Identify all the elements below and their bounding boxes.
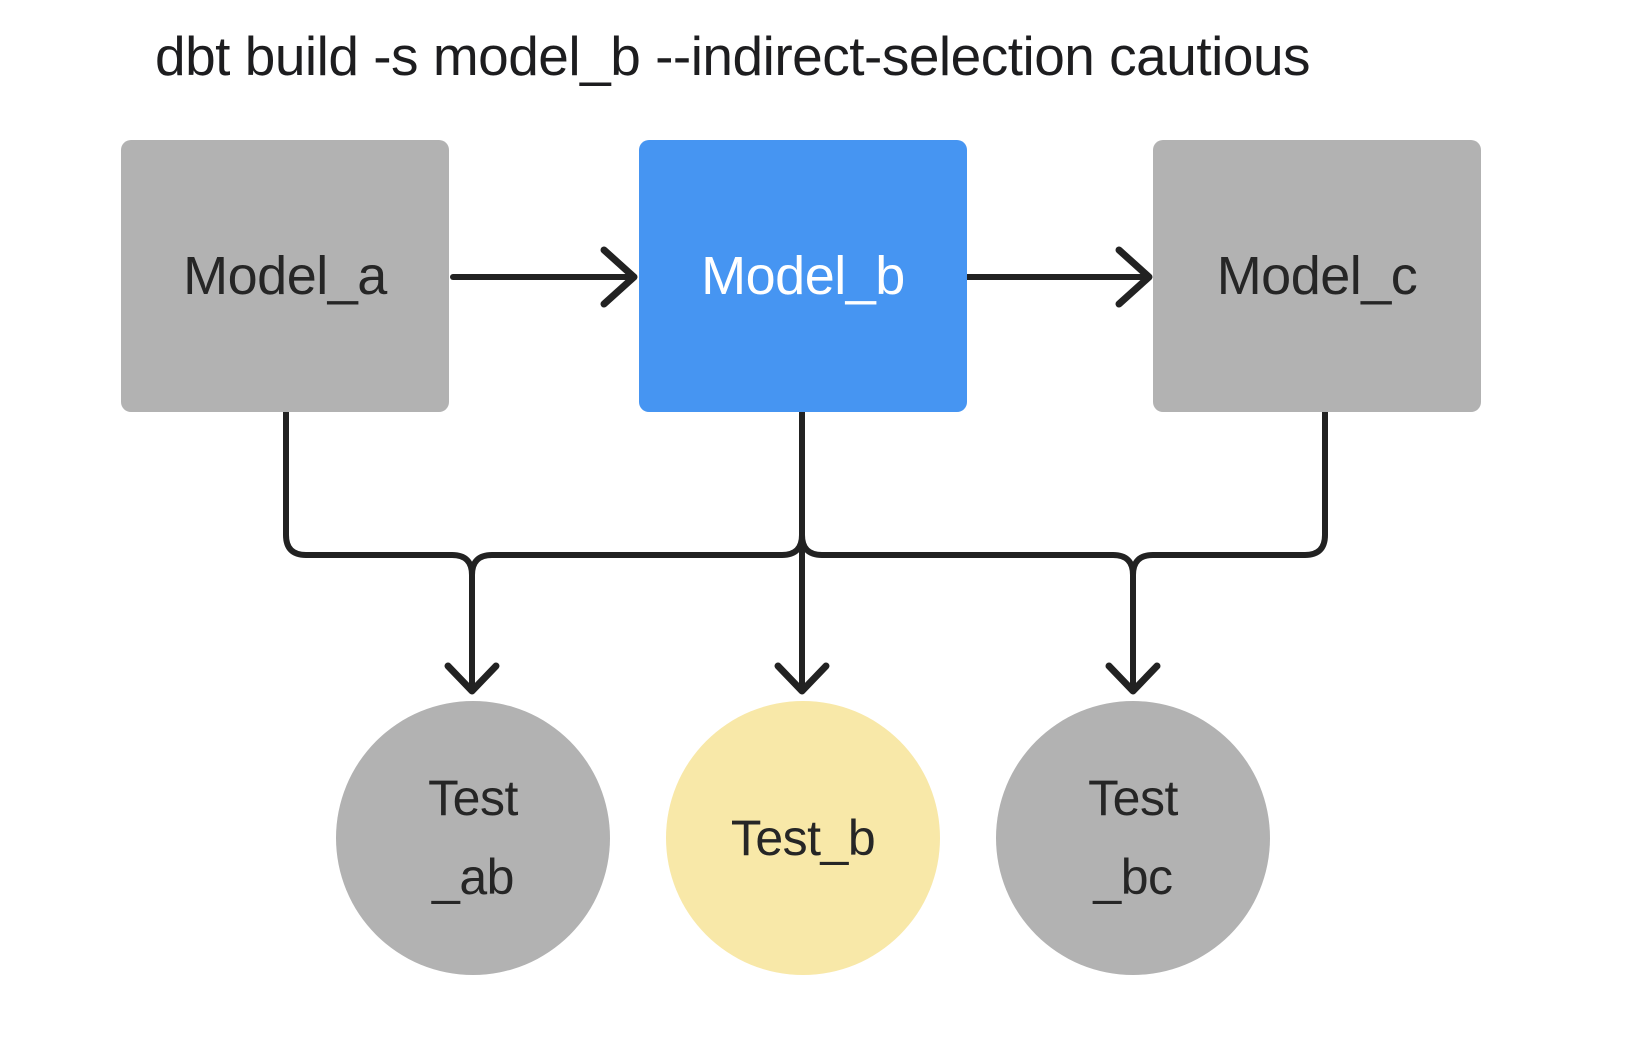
node-test-bc: Test _bc — [996, 701, 1270, 975]
node-model-b-label: Model_b — [701, 246, 905, 306]
arrowhead-model_b-model_c — [1115, 246, 1153, 308]
edge-strokes — [283, 246, 1328, 695]
node-test-ab: Test _ab — [336, 701, 610, 975]
node-model-c: Model_c — [1153, 140, 1481, 412]
arrowhead-test_bc — [1105, 662, 1161, 695]
arrowhead-test_b — [774, 662, 830, 695]
arrowhead-model_a-model_b — [600, 246, 638, 308]
node-model-a-label: Model_a — [183, 246, 387, 306]
diagram-title: dbt build -s model_b --indirect-selectio… — [155, 25, 1311, 87]
node-test-b: Test_b — [666, 701, 940, 975]
edge-model_b-test_bc — [799, 532, 1136, 691]
edge-model_b-test_ab — [469, 532, 805, 578]
node-model-c-label: Model_c — [1216, 246, 1418, 306]
node-model-a: Model_a — [121, 140, 449, 412]
node-model-b: Model_b — [639, 140, 967, 412]
edge-model_c-test_bc — [1130, 409, 1328, 578]
node-test-b-label: Test_b — [730, 809, 876, 866]
arrowhead-test_ab — [444, 662, 500, 695]
node-test-ab-label: Test _ab — [428, 770, 518, 905]
node-test-bc-label: Test _bc — [1088, 770, 1178, 905]
edge-model_a-test_ab — [283, 409, 475, 691]
